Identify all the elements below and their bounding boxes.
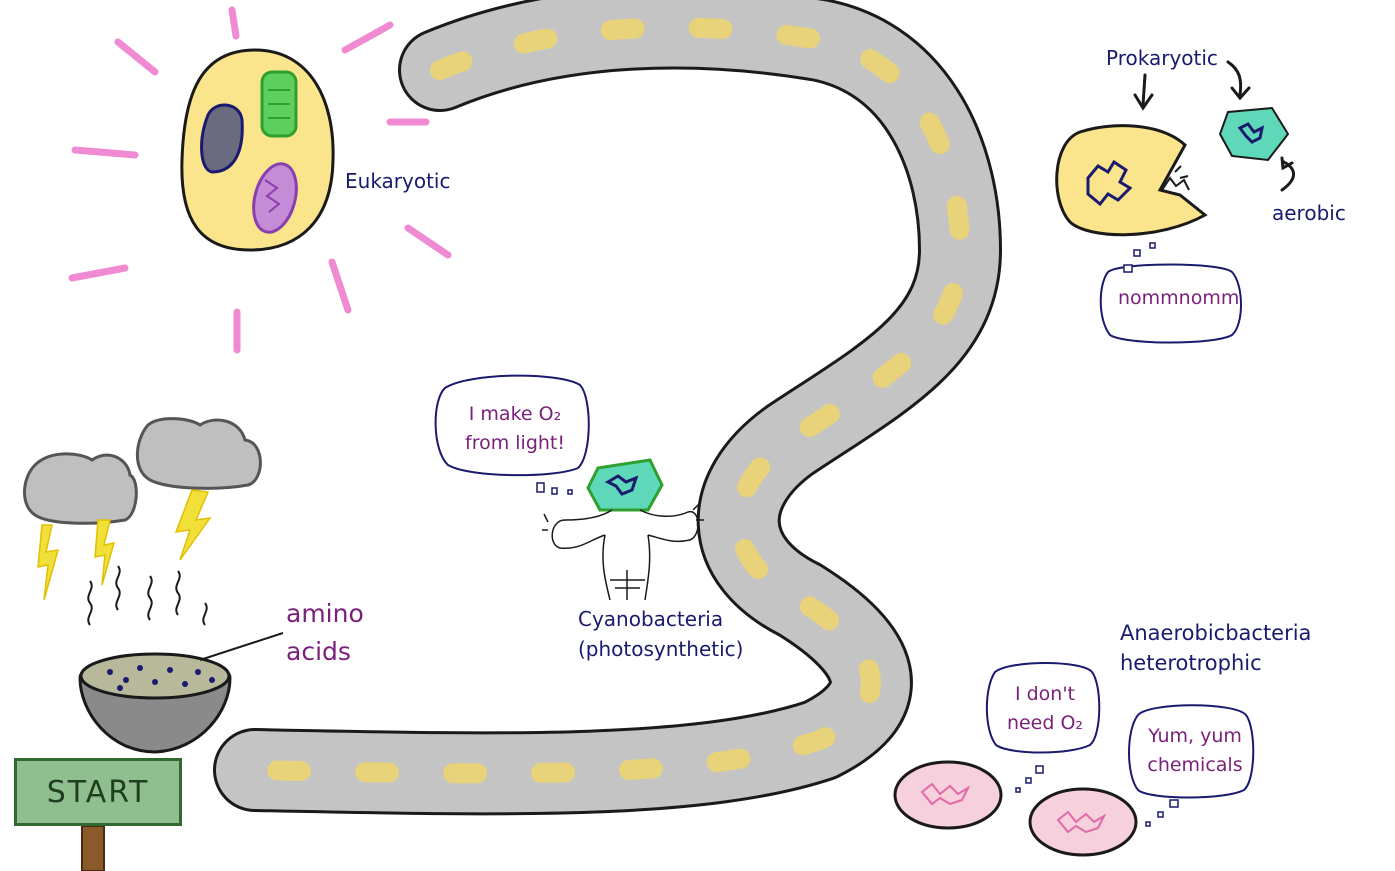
prokaryotic-label: Prokaryotic <box>1106 47 1218 70</box>
anaerobic-caption: Anaerobicbacteria heterotrophic <box>1120 618 1311 679</box>
amino-line1: amino <box>286 595 364 633</box>
nommnomm-label: nommnomm <box>1118 288 1239 310</box>
cyanobacteria-line1: Cyanobacteria <box>578 604 743 634</box>
no-o2-bubble-text: I don't need O₂ <box>990 680 1100 737</box>
anaerobic-cell-1 <box>895 762 1001 828</box>
cyano-bubble-line1: I make O₂ <box>445 400 585 429</box>
steam-lines <box>88 566 206 625</box>
cyanobacteria-line2: (photosynthetic) <box>578 634 743 664</box>
sign-post <box>82 826 104 871</box>
storm-clouds <box>24 419 260 524</box>
eukaryotic-cell <box>182 50 333 250</box>
cyanobacteria-cell <box>588 460 662 510</box>
yum-bubble-text: Yum, yum chemicals <box>1135 722 1255 779</box>
yum-line1: Yum, yum <box>1135 722 1255 751</box>
cyanobacteria-caption: Cyanobacteria (photosynthetic) <box>578 604 743 664</box>
anaerobic-line2: heterotrophic <box>1120 648 1311 678</box>
no-o2-line2: need O₂ <box>990 709 1100 738</box>
yum-line2: chemicals <box>1135 751 1255 780</box>
anaerobic-cell-2 <box>1030 789 1136 855</box>
amino-line2: acids <box>286 633 364 671</box>
aerobic-bacterium <box>1220 108 1288 160</box>
amino-acids-label: amino acids <box>286 595 364 670</box>
cyano-bubble-text: I make O₂ from light! <box>445 400 585 457</box>
anaerobic-line1: Anaerobicbacteria <box>1120 618 1311 648</box>
prokaryotic-cell <box>1057 126 1205 235</box>
no-o2-line1: I don't <box>990 680 1100 709</box>
muscular-body <box>542 504 704 600</box>
eukaryotic-label: Eukaryotic <box>345 170 451 193</box>
cyano-bubble-line2: from light! <box>445 429 585 458</box>
aerobic-label: aerobic <box>1272 202 1346 225</box>
start-sign: START <box>14 758 182 826</box>
